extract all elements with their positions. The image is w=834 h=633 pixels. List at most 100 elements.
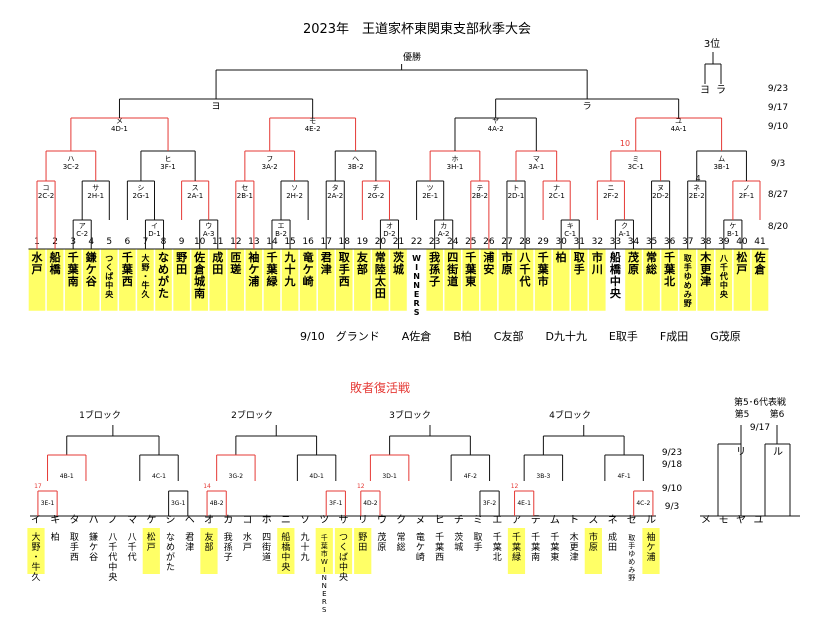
qf-code: 4E-2 [305,125,321,133]
team-name-char: 千 [68,250,79,264]
consolation-team-char: 四 [262,533,271,543]
team-name-char: み [684,290,692,299]
consolation-team-char: 道 [262,551,271,563]
team-name-char: 西 [339,275,350,288]
consolation-date: 9/23 [662,448,682,458]
team-name-char: 中 [610,274,621,288]
score-mark: 4 [695,174,700,183]
consolation-team-char: 葉 [435,541,444,553]
consolation-team-char: 千 [493,532,502,543]
consolation-kana: リ [358,515,368,526]
team-name-char: ケ [86,263,97,276]
team-name-char: 太 [374,274,387,288]
date-label: 9/10 [768,122,788,132]
consolation-team-char: 手 [474,541,483,553]
team-name-char: 八 [519,251,532,264]
consolation-code: 4E-1 [517,500,531,507]
team-name-char: 央 [610,286,622,300]
consolation-team-char: 葉 [531,541,540,553]
r1-kana: エ [278,222,285,230]
r1-kana: キ [567,222,574,230]
consolation-team-cell [200,528,218,574]
consolation-team-char: 葉 [550,541,559,553]
consolation-team-char: 孫 [224,541,233,553]
team-number: 41 [754,237,765,247]
consolation-team-char: 野 [628,574,635,582]
consolation-team-char: め [628,558,635,566]
consolation-code: 4D-2 [363,500,378,507]
consolation-team-char: 牛 [31,561,40,573]
consolation-team-char: 原 [377,542,386,553]
team-name-char: W [412,254,421,263]
team-number: 29 [537,237,549,247]
team-name-char: ケ [303,263,314,276]
consolation-code: 3D-1 [382,473,397,480]
consolation-code: 3G-2 [229,473,244,480]
team-name-char: 代 [719,271,728,281]
consolation-team-cell [642,528,660,574]
fifth-sixth-kana-right: ル [773,447,783,458]
team-name-char: 原 [501,263,512,276]
team-name-char: 城 [194,274,205,288]
team-name-char: 市 [501,250,512,264]
team-name-char: 常 [646,250,657,264]
team-name-char: 野 [176,251,187,264]
consolation-kana: イ [31,515,41,526]
team-name-char: 崎 [303,274,314,288]
consolation-team-char: I [323,566,325,574]
team-name-char: 葉 [464,262,477,276]
block-label: 3ブロック [389,409,431,421]
consolation-kana: ト [569,515,579,526]
consolation-team-char: 崎 [416,551,425,563]
r3-kana: ヘ [352,155,359,163]
consolation-team-char: 央 [281,561,290,573]
consolation-team-char: み [628,566,635,574]
consolation-team-char: 我 [224,532,233,543]
team-name-char: 西 [122,275,133,288]
team-name-char: 津 [321,262,332,276]
consolation-team-char: た [166,562,175,573]
consolation-kana: ホ [262,514,272,526]
consolation-team-char: 北 [493,552,502,563]
consolation-kana: ノ [108,515,118,526]
team-name-char: N [413,281,420,290]
consolation-team-char: ケ [89,542,98,553]
team-name-char: 総 [646,262,657,276]
date-label: 9/23 [768,84,788,94]
consolation-team-char: 津 [185,542,194,553]
r2-code: 2C-1 [548,192,564,200]
consolation-kana: オ [204,514,214,526]
consolation-team-cell [277,528,295,574]
team-name-char: 中 [720,280,728,290]
r2-code: 2G-2 [367,192,384,200]
consolation-team-char: 葉 [512,541,521,553]
r3-code: 3B-1 [713,163,729,171]
consolation-team-char: S [322,606,327,614]
consolation-team-char: 竜 [416,531,425,543]
r2-code: 2H-2 [286,192,303,200]
consolation-team-char: 柏 [51,531,60,543]
r1-code: B-1 [727,230,739,238]
consolation-team-char: 茂 [377,531,386,543]
team-name-char: 取 [339,251,350,264]
consolation-team-char: 八 [108,533,117,543]
consolation-team-cell [507,528,526,574]
team-name-char: 九 [284,250,296,264]
team-name-char: 橋 [610,262,622,276]
team-name-char: 北 [664,274,675,288]
r2-code: 2C-2 [38,192,54,200]
r2-kana: ツ [427,184,434,192]
team-name-char: つ [105,254,113,263]
consolation-code: 4B-1 [60,473,74,480]
r1-kana: ケ [729,222,736,230]
team-name-char: 八 [719,254,729,263]
consolation-team-char: 西 [70,552,79,563]
consolation-team-cell [354,528,372,574]
consolation-team-char: N [322,574,327,582]
team-number: 32 [592,237,603,247]
team-name-char: 葉 [121,262,134,276]
team-name-char: 牛 [141,280,149,290]
team-number: 19 [357,237,369,247]
